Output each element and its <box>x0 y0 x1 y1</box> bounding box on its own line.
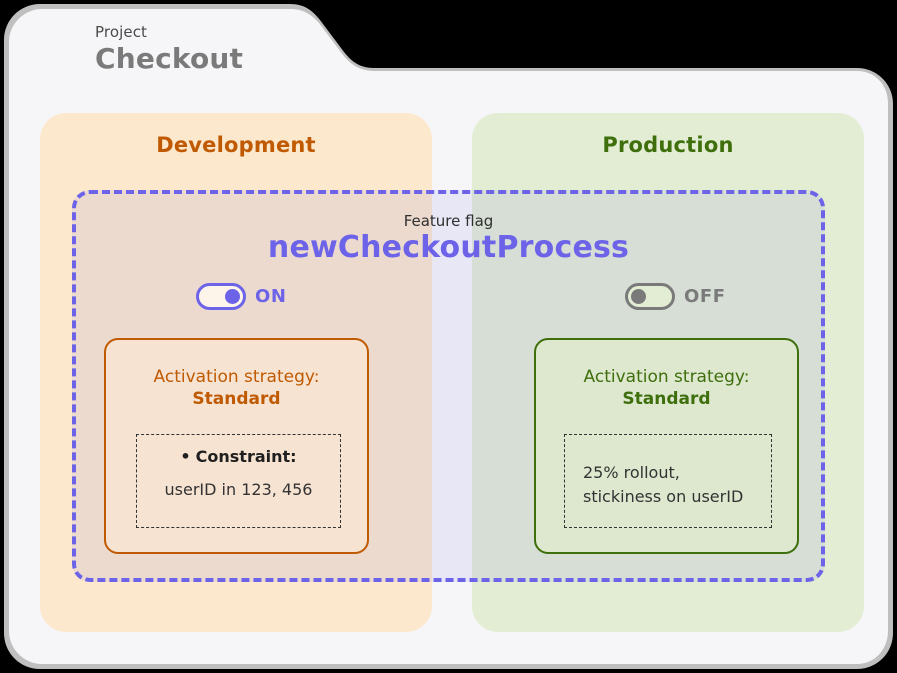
constraint-title: Constraint: <box>195 447 297 466</box>
activation-strategy-card-development[interactable]: Activation strategy: Standard •Constrain… <box>104 338 369 554</box>
feature-flag-name: newCheckoutProcess <box>267 230 630 265</box>
activation-strategy-label: Activation strategy: <box>583 367 750 387</box>
rollout-line-1: 25% rollout, <box>583 463 680 482</box>
rollout-line-2: stickiness on userID <box>583 487 744 506</box>
activation-strategy-heading-production: Activation strategy: Standard <box>536 366 797 410</box>
rollout-box-production: 25% rollout, stickiness on userID <box>564 434 772 528</box>
toggle-switch-off-icon[interactable] <box>625 283 675 310</box>
feature-flag-toggle-production[interactable]: OFF <box>625 283 726 310</box>
toggle-switch-on-icon[interactable] <box>196 283 246 310</box>
constraint-box-development: •Constraint: userID in 123, 456 <box>136 434 341 528</box>
environment-title-production: Production <box>602 133 734 157</box>
bullet-icon: • <box>180 447 191 466</box>
toggle-knob <box>631 289 646 304</box>
feature-flag-toggle-development[interactable]: ON <box>196 283 287 310</box>
activation-strategy-heading-development: Activation strategy: Standard <box>106 366 367 410</box>
activation-strategy-card-production[interactable]: Activation strategy: Standard 25% rollou… <box>534 338 799 554</box>
project-kicker: Project <box>95 23 148 41</box>
toggle-knob <box>225 289 240 304</box>
constraint-value: userID in 123, 456 <box>164 480 313 499</box>
activation-strategy-value: Standard <box>192 389 281 409</box>
activation-strategy-value: Standard <box>622 389 711 409</box>
environment-title-development: Development <box>156 133 316 157</box>
feature-flag-kicker: Feature flag <box>403 212 494 230</box>
project-title: Checkout <box>95 42 244 75</box>
activation-strategy-label: Activation strategy: <box>153 367 320 387</box>
constraint-title-row: •Constraint: <box>151 447 326 467</box>
project-header: Project Checkout <box>95 22 355 76</box>
toggle-label-development: ON <box>255 286 287 307</box>
toggle-label-production: OFF <box>684 286 726 307</box>
